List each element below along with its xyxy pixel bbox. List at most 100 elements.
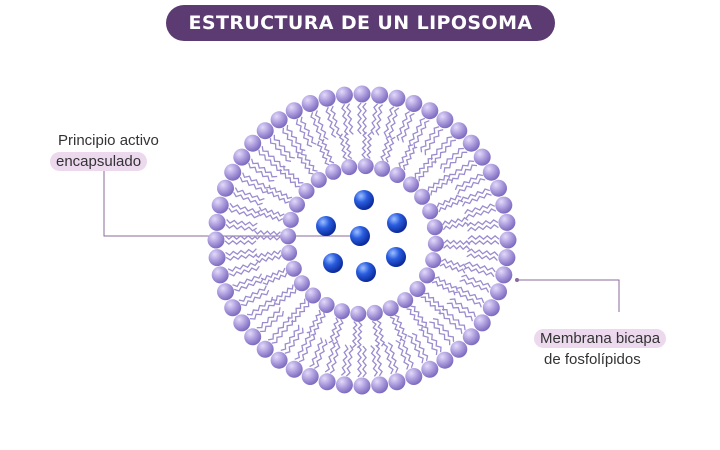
outer-tail: [233, 278, 264, 292]
outer-head: [335, 86, 353, 104]
outer-tail: [325, 106, 337, 138]
outer-tail: [313, 339, 328, 369]
inner-tail: [291, 302, 310, 323]
inner-tail: [338, 133, 348, 160]
outer-head: [233, 148, 251, 166]
outer-tail: [424, 128, 444, 156]
inner-tail: [424, 292, 445, 311]
outer-head: [301, 368, 319, 385]
inner-tail: [287, 298, 306, 319]
outer-tail: [441, 308, 466, 331]
inner-head: [282, 211, 299, 228]
inner-tail: [351, 321, 358, 349]
outer-tail: [440, 147, 464, 170]
outer-tail: [459, 279, 490, 293]
outer-tail: [463, 266, 495, 278]
inner-head: [409, 281, 426, 297]
outer-head: [270, 351, 288, 369]
outer-head: [495, 266, 513, 284]
inner-tail: [310, 312, 326, 336]
outer-head: [371, 86, 389, 104]
outer-tail: [370, 103, 379, 136]
outer-head: [436, 351, 454, 369]
outer-tail: [432, 318, 455, 342]
outer-tail: [345, 103, 354, 135]
inner-tail: [262, 272, 288, 286]
inner-tail: [443, 244, 471, 251]
outer-tail: [250, 158, 278, 178]
inner-head: [427, 235, 444, 252]
outer-tail: [329, 342, 341, 374]
inner-tail: [361, 131, 368, 159]
outer-tail: [420, 126, 440, 153]
drug-molecule: [387, 213, 407, 233]
inner-tail: [306, 309, 322, 334]
outer-tail: [443, 151, 468, 173]
inner-tail: [296, 152, 314, 175]
outer-tail: [465, 208, 497, 219]
outer-tail: [413, 120, 430, 149]
inner-tail: [398, 144, 414, 168]
outer-tail: [446, 302, 474, 322]
outer-head: [217, 283, 234, 301]
outer-head: [353, 85, 371, 103]
outer-tail: [246, 296, 274, 316]
inner-head: [305, 287, 321, 304]
inner-head: [285, 260, 302, 277]
outer-head: [498, 249, 516, 267]
inner-tail: [279, 169, 300, 188]
outer-head: [490, 179, 507, 197]
drug-molecule: [350, 226, 370, 246]
inner-tail: [268, 184, 293, 200]
inner-head: [333, 303, 350, 320]
outer-tail: [383, 106, 395, 138]
outer-tail: [242, 172, 271, 189]
inner-tail: [430, 178, 453, 196]
inner-head: [357, 158, 374, 175]
outer-head: [499, 231, 517, 249]
outer-head: [473, 314, 491, 332]
outer-head: [285, 102, 303, 120]
inner-tail: [440, 258, 467, 269]
outer-tail: [256, 307, 281, 329]
outer-head: [482, 299, 500, 317]
inner-head: [366, 304, 383, 321]
outer-tail: [284, 327, 304, 354]
inner-head: [280, 228, 297, 245]
active-ingredient-label-line2: encapsulado: [50, 152, 148, 171]
inner-head: [341, 159, 358, 176]
outer-tail: [228, 265, 260, 277]
inner-tail: [431, 280, 456, 296]
outer-tail: [387, 342, 399, 374]
inner-tail: [333, 318, 344, 345]
inner-tail: [438, 199, 464, 213]
outer-head: [211, 196, 229, 214]
inner-tail: [420, 296, 441, 315]
outer-tail: [396, 111, 411, 141]
outer-head: [335, 376, 353, 394]
inner-tail: [442, 216, 469, 226]
inner-head: [310, 171, 327, 188]
outer-head: [388, 89, 406, 107]
outer-tail: [224, 240, 257, 245]
outer-head: [244, 134, 262, 152]
inner-tail: [258, 206, 285, 217]
inner-head: [403, 176, 419, 193]
outer-head: [301, 95, 319, 112]
inner-tail: [266, 188, 290, 204]
outer-tail: [225, 248, 257, 257]
outer-tail: [429, 321, 451, 346]
inner-tail: [394, 314, 408, 340]
outer-tail: [260, 310, 284, 333]
outer-head: [256, 122, 274, 140]
leader-line-membrane: [515, 278, 620, 312]
inner-tail: [427, 174, 450, 192]
membrane-label-line1-wrap: Membrana bicapa: [534, 329, 667, 349]
outer-head: [405, 368, 423, 385]
inner-head: [397, 292, 414, 309]
outer-tail: [401, 112, 415, 143]
outer-tail: [233, 191, 263, 206]
outer-phospholipid-heads: [207, 85, 517, 395]
outer-tail: [430, 136, 453, 161]
